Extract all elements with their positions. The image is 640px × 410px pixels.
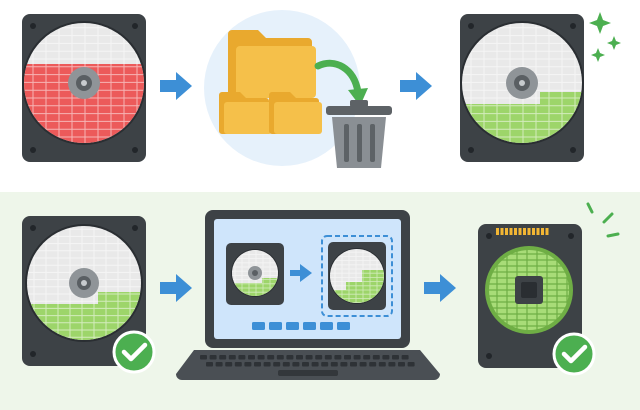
keyboard-key [324,355,332,360]
keyboard-key [401,355,409,360]
laptop-keyboard [200,355,415,367]
folder-icon [228,30,316,98]
progress-segment [269,322,282,330]
sparkle-icon [586,202,620,238]
hard-drive-verified [22,216,156,374]
arrow-right-4 [424,274,456,302]
progress-segment [303,322,316,330]
laptop-cloning-software [176,210,440,380]
keyboard-key [219,355,227,360]
ssd-icon [478,224,582,368]
arrow-right-2 [400,72,432,100]
ssd-pin [500,228,504,235]
screen-source-drive [226,243,284,305]
ssd-pin [514,228,517,235]
ssd-pin [496,228,499,235]
keyboard-key [273,362,281,367]
keyboard-key [209,355,217,360]
ssd-pin [523,228,526,235]
sparkle-icon [589,12,621,62]
keyboard-key [350,362,357,367]
ssd-pin [518,228,522,235]
keyboard-key [267,355,275,360]
trash-icon [326,100,392,168]
keyboard-key [369,362,377,367]
ssd-verified [478,202,620,376]
ssd-pin [536,228,540,235]
keyboard-key [276,355,284,360]
keyboard-key [407,362,415,367]
keyboard-key [311,362,319,367]
folder-icon [269,92,322,134]
progress-segment [252,322,265,330]
arrow-right-3 [160,274,192,302]
keyboard-key [363,355,371,360]
screen-arrow [290,264,312,282]
hard-drive-icon [22,14,146,162]
keyboard-key [315,355,323,360]
keyboard-key [344,355,351,360]
keyboard-key [238,355,246,360]
ssd-pin [532,228,535,235]
keyboard-key [286,355,294,360]
keyboard-key [392,355,399,360]
keyboard-key [398,362,405,367]
ssd-pin [505,228,508,235]
keyboard-key [353,355,361,360]
keyboard-key [321,362,329,367]
keyboard-key [200,355,207,360]
keyboard-key [234,362,242,367]
keyboard-key [282,362,290,367]
ssd-pin [527,228,531,235]
keyboard-key [334,355,342,360]
delete-arrow-icon [314,59,368,106]
keyboard-key [257,355,265,360]
hard-drive-full [22,14,146,162]
progress-segment [337,322,350,330]
arrow-right-1 [160,72,192,100]
keyboard-key [263,362,271,367]
keyboard-key [225,362,233,367]
clone-progress-bar [252,322,350,330]
keyboard-key [254,362,261,367]
checkmark-icon [112,330,156,374]
ssd-connector [496,228,549,235]
checkmark-icon [552,332,596,376]
keyboard-key [305,355,313,360]
keyboard-key [382,355,390,360]
hard-drive-freed [460,12,621,162]
progress-segment [320,322,333,330]
keyboard-key [302,362,309,367]
delete-files-to-trash [204,10,392,168]
keyboard-key [296,355,303,360]
screen-target-drive [321,235,393,317]
laptop-icon [176,210,440,380]
ssd-pin [509,228,513,235]
keyboard-key [378,362,386,367]
ssd-pin [541,228,544,235]
keyboard-key [359,362,367,367]
keyboard-key [388,362,396,367]
folder-icon [219,92,272,134]
hard-drive-icon [460,14,584,162]
keyboard-key [372,355,380,360]
keyboard-key [340,362,348,367]
keyboard-key [244,362,252,367]
keyboard-key [292,362,300,367]
keyboard-key [330,362,338,367]
progress-segment [286,322,299,330]
keyboard-key [206,362,213,367]
keyboard-key [228,355,236,360]
keyboard-key [248,355,255,360]
keyboard-key [215,362,223,367]
ssd-pin [545,228,549,235]
